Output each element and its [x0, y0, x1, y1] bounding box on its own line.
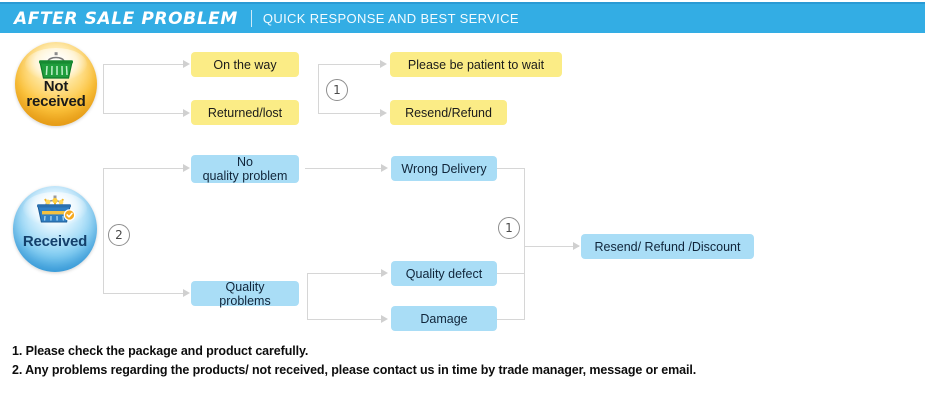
stage-received: Received — [13, 186, 97, 272]
shopping-basket-icon — [34, 51, 78, 86]
connector-damage-out — [497, 319, 525, 320]
banner-subtitle: QUICK RESPONSE AND BEST SERVICE — [262, 11, 519, 26]
arrow-to-on-the-way — [183, 60, 190, 68]
connector-no-quality-to-wrong-delivery — [305, 168, 381, 169]
banner-divider — [250, 10, 252, 27]
connector-top-merge-bracket — [318, 64, 319, 113]
box-quality-defect: Quality defect — [391, 261, 497, 286]
box-please-be-patient-to-wait: Please be patient to wait — [390, 52, 562, 77]
box-quality-problems: Quality problems — [191, 280, 299, 308]
arrow-to-damage — [381, 315, 388, 323]
marker-one-top-label: 1 — [333, 83, 341, 97]
connector-received-bracket — [103, 168, 104, 293]
box-on-the-way: On the way — [191, 52, 299, 77]
connector-wrong-delivery-out — [497, 168, 525, 169]
connector-not-received-bracket — [103, 64, 104, 113]
connector-to-no-quality-problem — [103, 168, 183, 169]
footer-note-1: 1. Please check the package and product … — [12, 344, 309, 358]
box-wrong-delivery: Wrong Delivery — [391, 156, 497, 181]
filled-shopping-basket-icon — [31, 195, 79, 232]
marker-one-bottom: 1 — [498, 217, 520, 239]
header-banner: AFTER SALE PROBLEM QUICK RESPONSE AND BE… — [0, 2, 925, 33]
connector-quality-defect-out — [497, 273, 525, 274]
box-no-quality-problem-line2: quality problem — [202, 169, 288, 183]
stage-received-label: Received — [22, 233, 88, 251]
stage-not-received-label: Not received — [26, 77, 86, 111]
box-resend-refund-discount: Resend/ Refund /Discount — [581, 234, 754, 259]
connector-to-quality-problems — [103, 293, 183, 294]
connector-to-quality-defect — [307, 273, 381, 274]
marker-one-bottom-label: 1 — [505, 221, 513, 235]
arrow-to-returned-lost — [183, 109, 190, 117]
connector-to-resend-refund — [318, 113, 380, 114]
arrow-to-no-quality-problem — [183, 164, 190, 172]
marker-two-received: 2 — [108, 224, 130, 246]
box-damage: Damage — [391, 306, 497, 331]
marker-two-label: 2 — [115, 228, 123, 242]
footer-notes: 1. Please check the package and product … — [12, 342, 912, 380]
arrow-to-be-patient — [380, 60, 387, 68]
connector-to-damage — [307, 319, 381, 320]
arrow-to-wrong-delivery — [381, 164, 388, 172]
arrow-to-quality-problems — [183, 289, 190, 297]
box-returned-lost: Returned/lost — [191, 100, 299, 125]
marker-one-top: 1 — [326, 79, 348, 101]
stage-not-received: Not received — [15, 42, 97, 126]
connector-to-returned-lost — [103, 113, 183, 114]
arrow-to-resend-refund — [380, 109, 387, 117]
connector-to-on-the-way — [103, 64, 183, 65]
box-no-quality-problem: No quality problem — [191, 155, 299, 183]
box-no-quality-problem-line1: No — [237, 155, 253, 169]
connector-to-final-result — [524, 246, 579, 247]
connector-quality-split-bracket — [307, 273, 308, 319]
footer-note-2: 2. Any problems regarding the products/ … — [12, 363, 697, 377]
box-resend-refund: Resend/Refund — [390, 100, 507, 125]
banner-title: AFTER SALE PROBLEM — [14, 8, 238, 29]
connector-to-be-patient — [318, 64, 380, 65]
connector-issues-collector — [524, 168, 525, 320]
arrow-to-quality-defect — [381, 269, 388, 277]
arrow-to-final-result — [573, 242, 580, 250]
